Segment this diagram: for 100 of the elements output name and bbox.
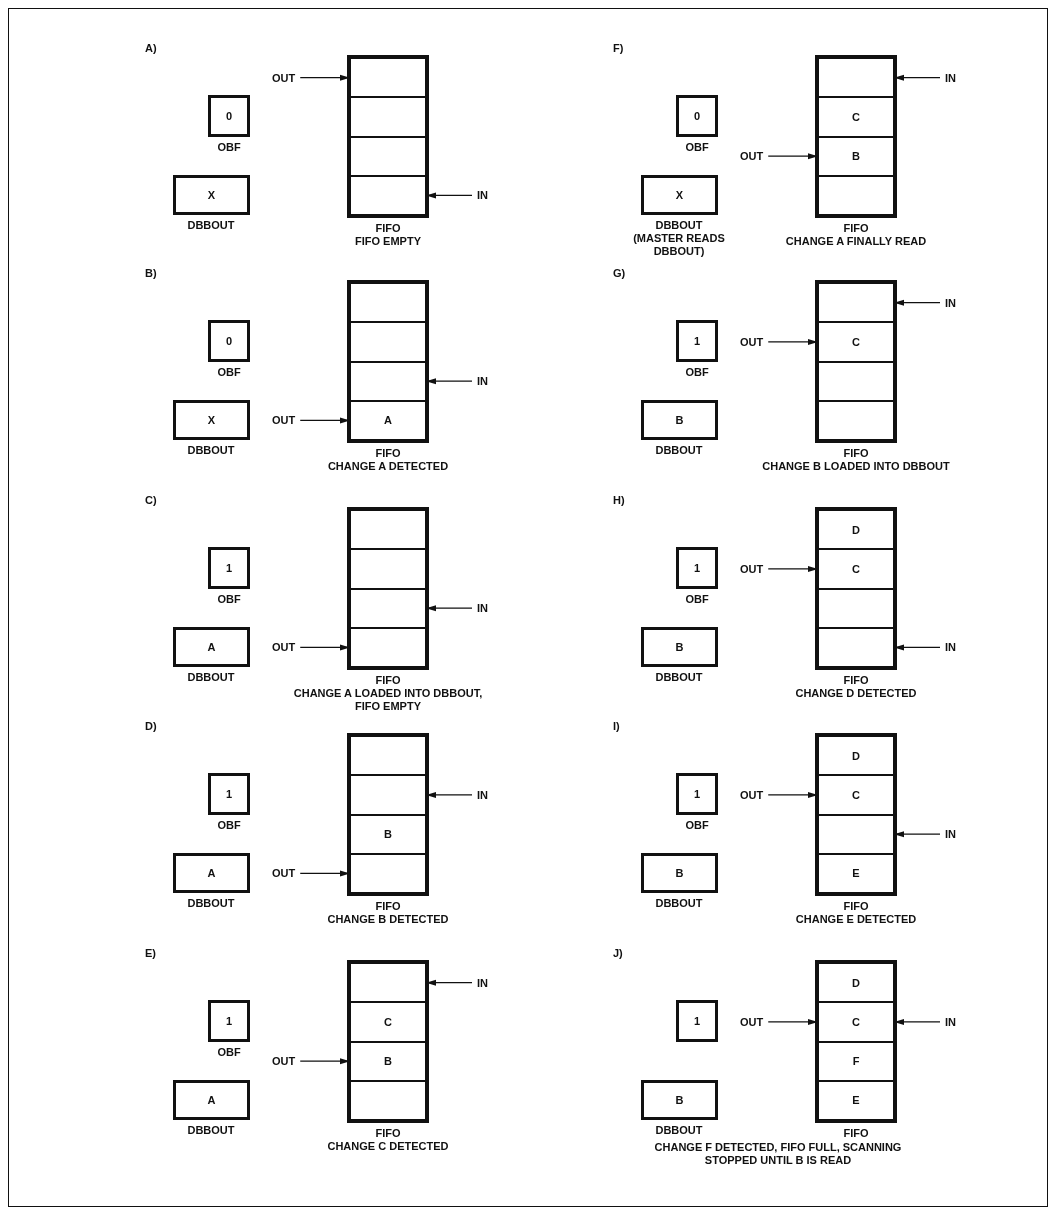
fifo-cell: E — [818, 1080, 894, 1120]
register-box: X — [173, 175, 250, 215]
register-box: X — [641, 175, 718, 215]
flag-box: 1 — [208, 1000, 250, 1042]
pointer-label: OUT — [272, 1055, 296, 1068]
fifo-cell: B — [350, 1041, 426, 1081]
empty-fifo-cell — [818, 58, 894, 98]
fifo-stack — [815, 507, 897, 670]
fifo-cell: C — [818, 775, 894, 815]
pointer-label: IN — [945, 828, 956, 841]
empty-fifo-cell — [818, 361, 894, 401]
fifo-cell: D — [818, 736, 894, 776]
fifo-stack — [815, 733, 897, 896]
fifo-stack — [347, 507, 429, 670]
node-label: FIFO — [842, 447, 870, 460]
register-box: B — [641, 853, 718, 893]
node-label: OBF — [684, 366, 710, 379]
pointer-label: OUT — [272, 641, 296, 654]
fifo-cell: B — [350, 814, 426, 854]
node-label: DBBOUT — [186, 444, 236, 457]
fifo-stack — [815, 55, 897, 218]
node-label: FIFO EMPTY — [354, 235, 422, 248]
flag-box: 1 — [676, 320, 718, 362]
node-label: FIFO — [374, 674, 402, 687]
node-label: OBF — [216, 1046, 242, 1059]
node-label: DBBOUT — [654, 671, 704, 684]
node-label: CHANGE A FINALLY READ — [784, 235, 928, 248]
node-label: OBF — [216, 141, 242, 154]
node-label: DBBOUT — [186, 897, 236, 910]
fifo-stack — [815, 280, 897, 443]
empty-fifo-cell — [350, 775, 426, 815]
fifo-cell: E — [818, 853, 894, 893]
register-box: X — [173, 400, 250, 440]
node-label: DBBOUT — [186, 1124, 236, 1137]
flag-box: 1 — [676, 1000, 718, 1042]
register-box: B — [641, 1080, 718, 1120]
register-box: A — [173, 627, 250, 667]
panel-letter: G) — [613, 267, 626, 279]
flag-box: 0 — [208, 95, 250, 137]
node-label: (MASTER READS DBBOUT) — [632, 232, 726, 258]
node-label: DBBOUT — [186, 671, 236, 684]
empty-fifo-cell — [350, 175, 426, 215]
empty-fifo-cell — [350, 283, 426, 323]
empty-fifo-cell — [350, 136, 426, 176]
node-label: CHANGE A LOADED INTO DBBOUT, FIFO EMPTY — [292, 687, 484, 713]
empty-fifo-cell — [350, 58, 426, 98]
node-label: CHANGE E DETECTED — [794, 913, 918, 926]
node-label: FIFO — [842, 222, 870, 235]
register-box: B — [641, 400, 718, 440]
pointer-label: IN — [477, 788, 488, 801]
panel-letter: C) — [145, 494, 157, 506]
fifo-cell: C — [818, 322, 894, 362]
flag-box: 1 — [208, 547, 250, 589]
register-box: A — [173, 853, 250, 893]
node-label: DBBOUT — [654, 444, 704, 457]
fifo-cell: C — [350, 1002, 426, 1042]
panel-letter: J) — [613, 947, 623, 959]
node-label: OBF — [216, 593, 242, 606]
fifo-stack — [347, 733, 429, 896]
pointer-label: IN — [945, 296, 956, 309]
panel-letter: F) — [613, 42, 624, 54]
empty-fifo-cell — [350, 963, 426, 1003]
empty-fifo-cell — [818, 814, 894, 854]
empty-fifo-cell — [818, 588, 894, 628]
empty-fifo-cell — [350, 361, 426, 401]
fifo-cell: D — [818, 963, 894, 1003]
pointer-label: OUT — [272, 414, 296, 427]
pointer-label: OUT — [740, 335, 764, 348]
panel-letter: A) — [145, 42, 157, 54]
pointer-label: IN — [477, 602, 488, 615]
panel-letter: B) — [145, 267, 157, 279]
pointer-label: OUT — [740, 1015, 764, 1028]
node-label: DBBOUT — [654, 219, 704, 232]
pointer-label: IN — [477, 189, 488, 202]
pointer-label: IN — [945, 71, 956, 84]
empty-fifo-cell — [350, 510, 426, 550]
node-label: OBF — [216, 819, 242, 832]
node-label: FIFO — [842, 674, 870, 687]
pointer-label: IN — [477, 375, 488, 388]
node-label: CHANGE D DETECTED — [794, 687, 918, 700]
pointer-label: OUT — [740, 150, 764, 163]
panel-letter: D) — [145, 720, 157, 732]
empty-fifo-cell — [818, 400, 894, 440]
empty-fifo-cell — [350, 97, 426, 137]
caption: CHANGE F DETECTED, FIFO FULL, SCANNING STOPPED UNTIL B IS READ — [653, 1141, 903, 1167]
empty-fifo-cell — [818, 283, 894, 323]
pointer-label: OUT — [272, 71, 296, 84]
node-label: FIFO — [374, 1127, 402, 1140]
fifo-cell: C — [818, 549, 894, 589]
node-label: DBBOUT — [654, 897, 704, 910]
fifo-cell: C — [818, 1002, 894, 1042]
empty-fifo-cell — [818, 175, 894, 215]
panel-letter: I) — [613, 720, 620, 732]
fifo-cell: F — [818, 1041, 894, 1081]
flag-box: 0 — [676, 95, 718, 137]
node-label: FIFO — [374, 447, 402, 460]
flag-box: 1 — [676, 773, 718, 815]
node-label: OBF — [684, 819, 710, 832]
pointer-label: OUT — [272, 867, 296, 880]
empty-fifo-cell — [350, 736, 426, 776]
